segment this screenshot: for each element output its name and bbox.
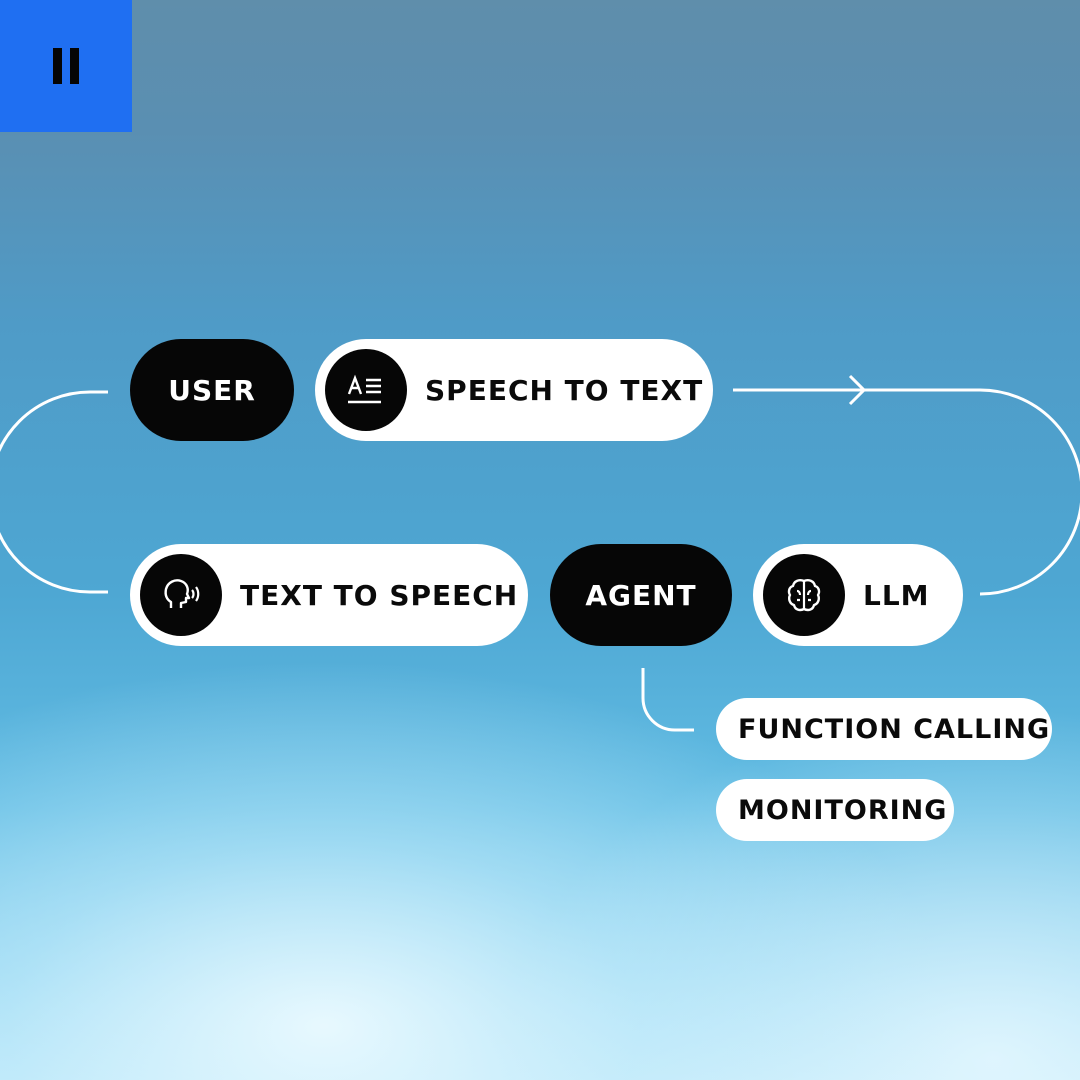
agent-node: AGENT — [550, 544, 732, 646]
speech-to-text-label: SPEECH TO TEXT — [425, 373, 704, 407]
arrow-head — [848, 374, 867, 406]
llm-label: LLM — [863, 578, 930, 612]
llm-node: LLM — [753, 544, 963, 646]
agent-label: AGENT — [585, 578, 697, 612]
pause-icon — [49, 48, 83, 84]
monitoring-tag: MONITORING — [716, 779, 954, 841]
function-calling-label: FUNCTION CALLING — [738, 713, 1051, 745]
text-to-speech-node: TEXT TO SPEECH — [130, 544, 528, 646]
text-transcript-icon — [325, 349, 407, 431]
text-to-speech-label: TEXT TO SPEECH — [240, 578, 519, 612]
connector-stt-to-llm — [733, 388, 1080, 596]
function-calling-tag: FUNCTION CALLING — [716, 698, 1052, 760]
brain-icon — [763, 554, 845, 636]
connector-agent-to-tags — [641, 668, 694, 732]
user-node: USER — [130, 339, 294, 441]
pause-button[interactable] — [0, 0, 132, 132]
speech-to-text-node: SPEECH TO TEXT — [315, 339, 713, 441]
connector-tts-to-user — [0, 390, 108, 594]
monitoring-label: MONITORING — [738, 794, 948, 826]
speaking-head-icon — [140, 554, 222, 636]
user-label: USER — [168, 373, 256, 407]
